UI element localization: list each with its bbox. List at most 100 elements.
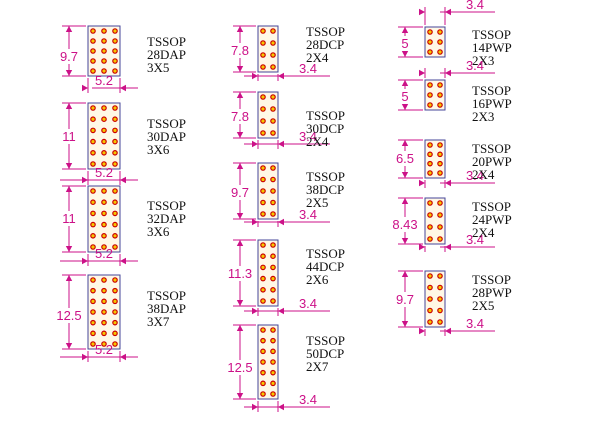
thermal-via-pad bbox=[270, 28, 276, 34]
package-family-label: TSSOP bbox=[472, 272, 511, 287]
dimension-arrowhead bbox=[445, 8, 451, 16]
package-family-label: TSSOP bbox=[306, 333, 345, 348]
dimension-arrowhead bbox=[65, 246, 73, 252]
dimension-arrowhead bbox=[278, 218, 284, 226]
thermal-via-pad bbox=[90, 277, 96, 283]
package-pin-code-label: 16PWP bbox=[472, 96, 512, 111]
package-outline bbox=[87, 185, 121, 253]
thermal-via-pad bbox=[90, 319, 96, 326]
package-via-grid-label: 3X7 bbox=[147, 314, 170, 329]
thermal-via-pad bbox=[90, 309, 96, 315]
package-pin-code-label: 30DCP bbox=[306, 121, 344, 136]
thermal-via-pad bbox=[112, 233, 118, 239]
thermal-via-pad bbox=[427, 307, 433, 314]
dimension-text-background bbox=[229, 185, 251, 200]
thermal-via-pad bbox=[112, 199, 118, 206]
thermal-via-pad bbox=[101, 105, 107, 111]
dimension-arrowhead bbox=[82, 353, 88, 361]
dimension-arrowhead bbox=[236, 393, 244, 399]
thermal-via-pad bbox=[90, 150, 96, 156]
package-length-value: 11.3 bbox=[228, 266, 252, 281]
thermal-via-pad bbox=[437, 224, 443, 230]
thermal-via-pad bbox=[270, 298, 276, 304]
thermal-via-pad bbox=[112, 127, 118, 134]
dimension-arrowhead bbox=[120, 257, 126, 265]
thermal-via-pad bbox=[260, 298, 266, 304]
dimension-arrowhead bbox=[82, 176, 88, 184]
label-layer: 9.75.2TSSOP28DAP3X5115.2TSSOP30DAP3X6115… bbox=[55, 0, 512, 407]
dimension-arrowhead bbox=[419, 179, 425, 187]
package-pin-code-label: 38DCP bbox=[306, 182, 344, 197]
thermal-via-pad bbox=[427, 170, 433, 176]
thermal-via-pad bbox=[260, 188, 266, 194]
thermal-via-pad bbox=[101, 28, 107, 34]
thermal-via-pad bbox=[270, 380, 276, 387]
thermal-via-pad bbox=[437, 151, 443, 158]
thermal-via-pad bbox=[437, 236, 443, 242]
thermal-via-pad bbox=[270, 391, 276, 397]
thermal-via-pad bbox=[90, 188, 96, 194]
thermal-via-pad bbox=[260, 211, 266, 217]
dimension-arrowhead bbox=[252, 403, 258, 411]
dimension-arrowhead bbox=[252, 72, 258, 80]
thermal-via-pad bbox=[101, 48, 107, 54]
dimension-text-background bbox=[61, 211, 77, 226]
thermal-via-pad bbox=[101, 244, 107, 250]
dimension-text-background bbox=[61, 129, 77, 144]
dimension-text-background bbox=[226, 360, 254, 375]
dimension-text-background bbox=[58, 49, 80, 64]
package-family-label: TSSOP bbox=[472, 27, 511, 42]
thermal-via-pad bbox=[437, 142, 443, 148]
thermal-via-pad bbox=[427, 29, 433, 35]
thermal-via-pad bbox=[112, 298, 118, 305]
thermal-via-pad bbox=[101, 341, 107, 347]
package-length-value: 11 bbox=[62, 211, 76, 226]
thermal-via-pad bbox=[260, 380, 266, 387]
thermal-via-pad bbox=[101, 298, 107, 305]
package-family-label: TSSOP bbox=[147, 116, 186, 131]
package-width-value: 3.4 bbox=[466, 232, 484, 247]
thermal-via-pad bbox=[270, 264, 276, 271]
thermal-via-pad bbox=[270, 242, 276, 248]
package-width-value: 3.4 bbox=[466, 58, 484, 73]
thermal-via-pad bbox=[427, 160, 433, 167]
package-length-value: 8.43 bbox=[392, 217, 417, 232]
dimension-text-background bbox=[55, 308, 83, 323]
package-width-value: 3.4 bbox=[466, 316, 484, 331]
dimension-arrowhead bbox=[401, 27, 409, 33]
dimension-arrowhead bbox=[120, 176, 126, 184]
dimension-arrowhead bbox=[401, 140, 409, 146]
thermal-via-pad bbox=[112, 188, 118, 194]
thermal-via-pad bbox=[260, 242, 266, 248]
package-width-value: 3.4 bbox=[299, 392, 317, 407]
package-pin-code-label: 14PWP bbox=[472, 40, 512, 55]
thermal-via-pad bbox=[437, 49, 443, 55]
thermal-via-pad bbox=[112, 319, 118, 326]
thermal-via-pad bbox=[101, 199, 107, 206]
thermal-via-pad bbox=[112, 28, 118, 34]
package-via-grid-label: 2X4 bbox=[472, 225, 495, 240]
thermal-via-pad bbox=[112, 309, 118, 315]
package-outline bbox=[257, 25, 279, 73]
dimension-arrowhead bbox=[401, 271, 409, 277]
package-length-value: 9.7 bbox=[60, 49, 78, 64]
package-pin-code-label: 28PWP bbox=[472, 285, 512, 300]
thermal-via-pad bbox=[90, 127, 96, 134]
thermal-via-pad bbox=[101, 188, 107, 194]
dimension-arrowhead bbox=[445, 327, 451, 335]
thermal-via-pad bbox=[101, 161, 107, 167]
dimension-arrowhead bbox=[278, 403, 284, 411]
thermal-via-pad bbox=[427, 236, 433, 242]
thermal-via-pad bbox=[101, 221, 107, 228]
package-outline bbox=[257, 324, 279, 400]
thermal-via-pad bbox=[101, 330, 107, 337]
package-length-value: 5 bbox=[401, 36, 408, 51]
thermal-via-pad bbox=[260, 391, 266, 397]
thermal-via-pad bbox=[270, 40, 276, 46]
package-width-value: 5.2 bbox=[95, 246, 113, 261]
thermal-via-pad bbox=[437, 29, 443, 35]
thermal-via-pad bbox=[270, 369, 276, 376]
package-family-label: TSSOP bbox=[472, 83, 511, 98]
dimension-arrowhead bbox=[278, 307, 284, 315]
